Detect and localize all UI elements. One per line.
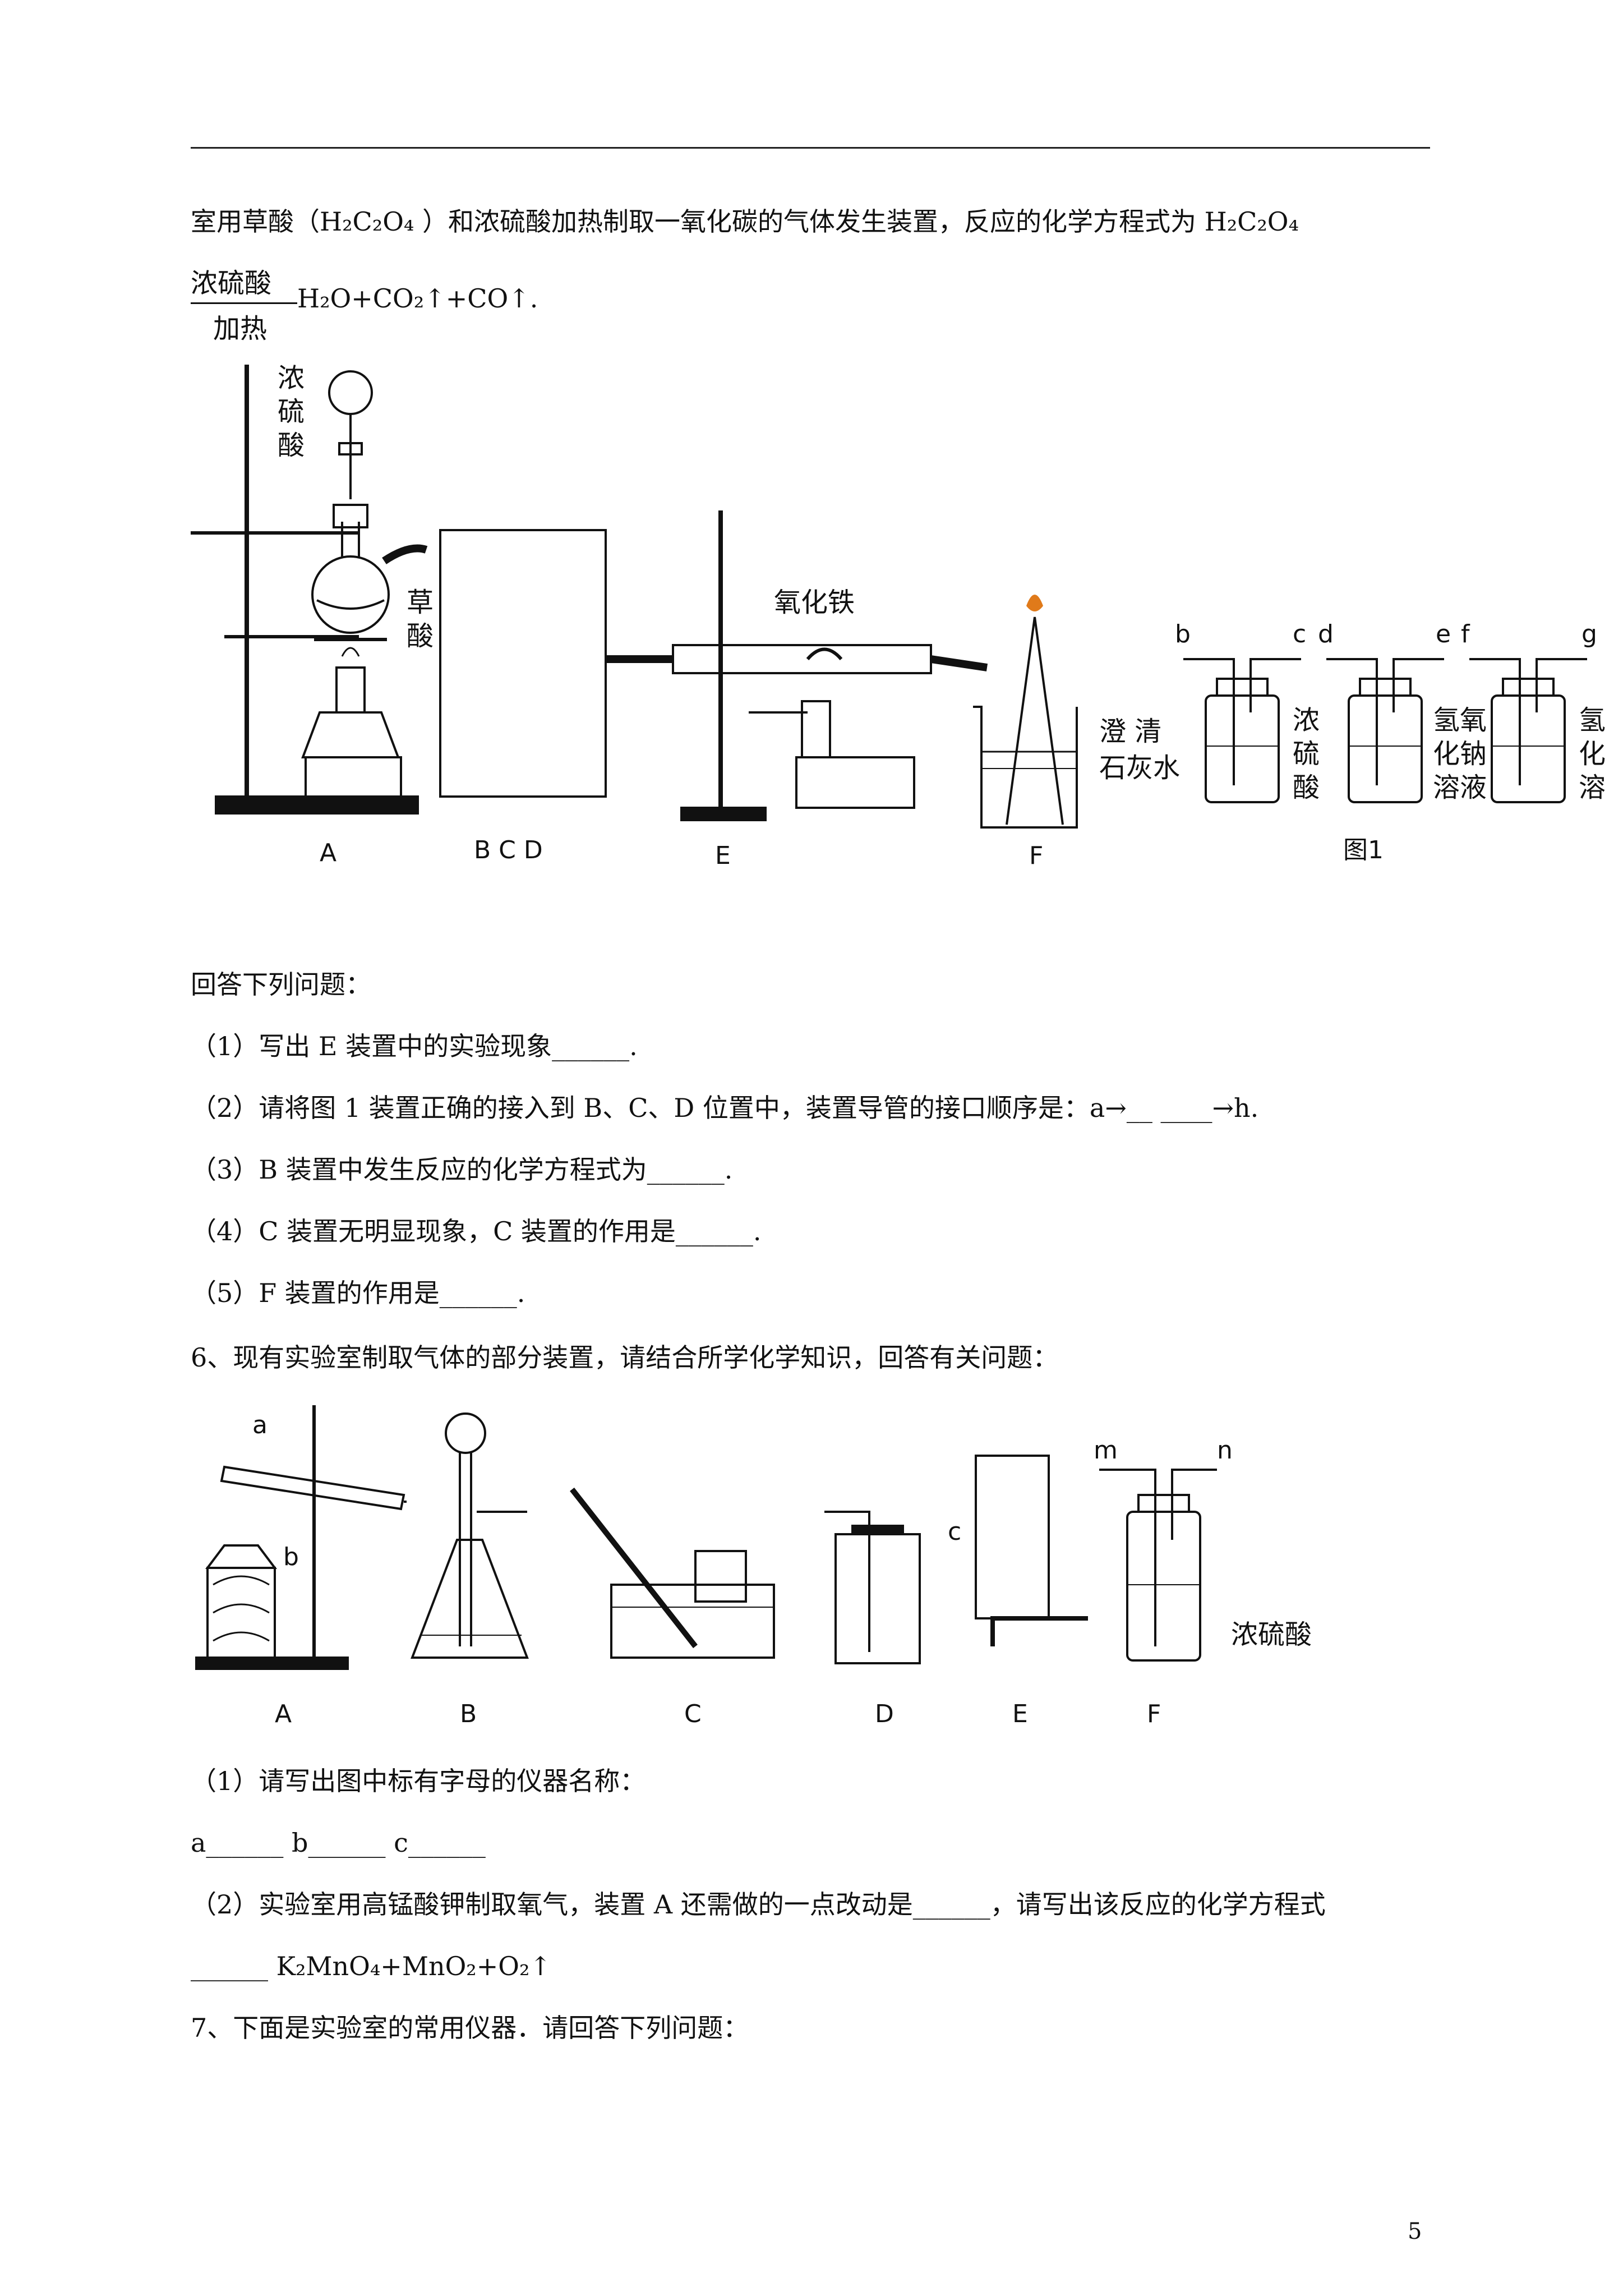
label-conc-acid: 浓硫酸 — [1231, 1619, 1312, 1650]
bottle3-text-3: 溶 — [1579, 772, 1606, 803]
q6-sub2-equation: ______ K₂MnO₄+MnO₂+O₂↑ — [191, 1951, 551, 1981]
reaction-products: H₂O+CO₂↑+CO↑. — [297, 283, 538, 314]
fig2-label-e: E — [1012, 1700, 1028, 1728]
apparatus-a2: a b A — [195, 1405, 407, 1728]
bottle3-text-1: 氢 — [1579, 705, 1606, 736]
label-letter-n: n — [1217, 1436, 1233, 1465]
fig2-label-b: B — [460, 1700, 477, 1728]
page-number: 5 — [1408, 2219, 1422, 2244]
port-e: e — [1436, 620, 1451, 648]
port-f: f — [1461, 620, 1470, 648]
q5-answer-prompt: 回答下列问题： — [191, 969, 371, 1000]
q6-stem: 6、现有实验室制取气体的部分装置，请结合所学化学知识，回答有关问题： — [191, 1342, 1059, 1373]
label-letter-a: a — [252, 1411, 268, 1439]
q6-sub2: （2）实验室用高锰酸钾制取氧气，装置 A 还需做的一点改动是______，请写出… — [191, 1889, 1326, 1920]
fig2-label-d: D — [875, 1700, 894, 1728]
port-g: g — [1581, 620, 1597, 648]
q7-stem: 7、下面是实验室的常用仪器．请回答下列问题： — [191, 2013, 749, 2043]
label-conc-acid-1: 浓 — [278, 362, 305, 394]
fig2-label-a: A — [275, 1700, 292, 1728]
label-e: E — [715, 841, 731, 870]
figure-caption: 图1 — [1343, 836, 1384, 864]
label-limewater-1: 澄 清 — [1099, 716, 1161, 747]
bottle2-text-1: 氢氧 — [1433, 705, 1487, 736]
bottle1-text-3: 酸 — [1293, 772, 1320, 803]
label-oxalic-1: 草 — [407, 587, 434, 618]
bottle1-text-1: 浓 — [1293, 705, 1320, 736]
port-c: c — [1293, 620, 1306, 648]
header-rule — [191, 147, 1430, 149]
bottle2-text-2: 化钠 — [1433, 738, 1487, 770]
label-limewater-2: 石灰水 — [1099, 752, 1180, 784]
bottle2-text-3: 溶液 — [1433, 772, 1487, 803]
apparatus-e: 氧化铁 E — [606, 510, 988, 870]
label-letter-b: b — [283, 1543, 299, 1571]
q5-sub4: （4）C 装置无明显现象，C 装置的作用是______. — [191, 1216, 762, 1246]
fig2-label-f: F — [1147, 1700, 1161, 1728]
q5-sub5: （5）F 装置的作用是______. — [191, 1278, 525, 1308]
label-bcd: B C D — [474, 836, 543, 864]
port-b: b — [1175, 620, 1191, 648]
label-letter-c: c — [948, 1517, 961, 1546]
box-bcd: B C D — [439, 529, 607, 864]
label-f: F — [1029, 841, 1043, 870]
label-conc-acid-2: 硫 — [278, 396, 305, 427]
apparatus-e2: E — [975, 1455, 1088, 1728]
condition-bottom: 加热 — [213, 313, 268, 344]
bottle3-text-2: 化 — [1579, 738, 1606, 770]
q5-sub2: （2）请将图 1 装置正确的接入到 B、C、D 位置中，装置导管的接口顺序是：a… — [191, 1093, 1259, 1123]
reaction-condition: 浓硫酸 加热 — [191, 261, 297, 346]
label-letter-m: m — [1094, 1436, 1118, 1465]
label-iron-oxide: 氧化铁 — [774, 587, 855, 618]
apparatus-figure-1: 浓 硫 酸 草 酸 A B C D 氧化铁 E 澄 清 石灰水 F b — [191, 353, 1623, 894]
port-d: d — [1318, 620, 1334, 648]
q6-sub1: （1）请写出图中标有字母的仪器名称： — [191, 1766, 646, 1796]
wash-bottles: b c d e f g 浓 硫 酸 氢氧 化钠 溶液 氢 化 溶 图1 — [1175, 620, 1606, 864]
apparatus-c2: C — [570, 1487, 775, 1728]
fig2-label-c: C — [684, 1700, 702, 1728]
q5-sub1: （1）写出 E 装置中的实验现象______. — [191, 1031, 638, 1061]
q6-blanks: a______ b______ c______ — [191, 1828, 486, 1858]
label-a: A — [320, 839, 336, 867]
bottle1-text-2: 硫 — [1293, 738, 1320, 770]
q5-sub3: （3）B 装置中发生反应的化学方程式为______. — [191, 1154, 733, 1185]
apparatus-f: 澄 清 石灰水 F — [973, 595, 1180, 870]
apparatus-b2: B — [411, 1412, 529, 1728]
apparatus-f2: m n 浓硫酸 F — [1094, 1436, 1312, 1728]
q5-intro: 室用草酸（H₂C₂O₄ ）和浓硫酸加热制取一氧化碳的气体发生装置，反应的化学方程… — [191, 206, 1299, 237]
label-oxalic-2: 酸 — [407, 620, 434, 652]
apparatus-d2: c D — [824, 1511, 961, 1728]
condition-bar — [191, 302, 297, 304]
label-conc-acid-3: 酸 — [278, 430, 305, 461]
apparatus-figure-2: a b A B C c D E m n 浓硫酸 — [191, 1400, 1424, 1738]
apparatus-a: 浓 硫 酸 草 酸 A — [191, 362, 434, 867]
condition-top: 浓硫酸 — [191, 268, 272, 299]
